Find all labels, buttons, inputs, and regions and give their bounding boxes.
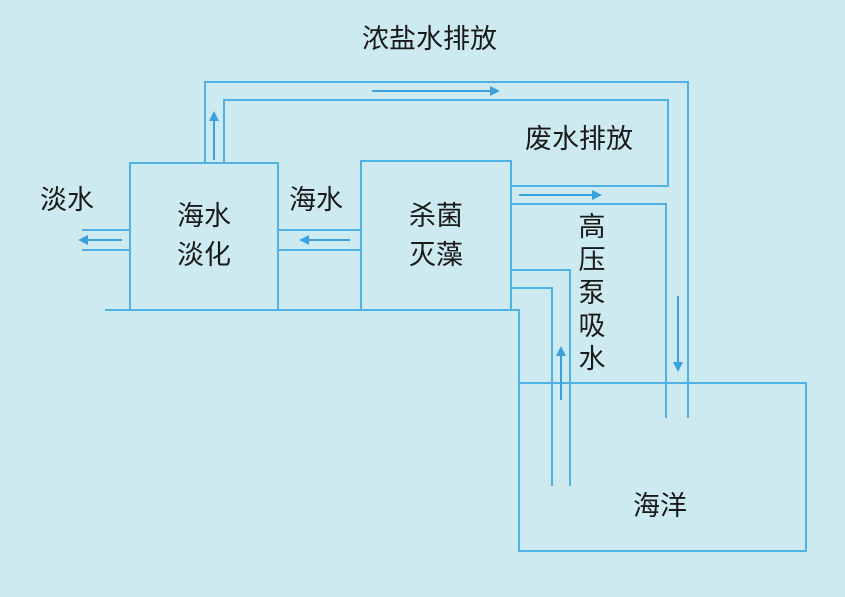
ocean-label: 海洋 <box>633 491 687 522</box>
brine-pipe-inner <box>223 99 669 187</box>
desalination-label-line-2: 淡化 <box>177 240 231 272</box>
wastewater-discharge-label: 废水排放 <box>525 124 633 155</box>
ocean-box <box>518 382 807 552</box>
pump-pipe-outer <box>511 269 571 486</box>
wastewater-pipe <box>511 203 667 418</box>
sterilization-label: 杀菌 灭藻 <box>363 197 509 275</box>
sterilization-label-line-1: 杀菌 <box>409 201 463 232</box>
high-pressure-pump-label-char: 高 <box>578 212 606 243</box>
fresh-water-label: 淡水 <box>40 185 94 216</box>
seawater-label: 海水 <box>289 185 343 216</box>
desalination-label: 海水 淡化 <box>131 197 277 275</box>
intake-line <box>105 309 520 383</box>
brine-discharge-label: 浓盐水排放 <box>362 24 497 55</box>
desalination-label-line-1: 海水 <box>177 201 231 232</box>
high-pressure-pump-label-char: 压 <box>578 244 606 276</box>
high-pressure-pump-label: 高压泵吸水 <box>577 212 607 377</box>
brine-pipe-outer <box>204 81 689 383</box>
high-pressure-pump-label-char: 泵 <box>578 277 606 309</box>
pump-pipe-inner <box>511 287 553 486</box>
high-pressure-pump-label-char: 水 <box>578 343 606 375</box>
sterilization-label-line-2: 灭藻 <box>409 240 463 272</box>
high-pressure-pump-label-char: 吸 <box>578 310 606 342</box>
